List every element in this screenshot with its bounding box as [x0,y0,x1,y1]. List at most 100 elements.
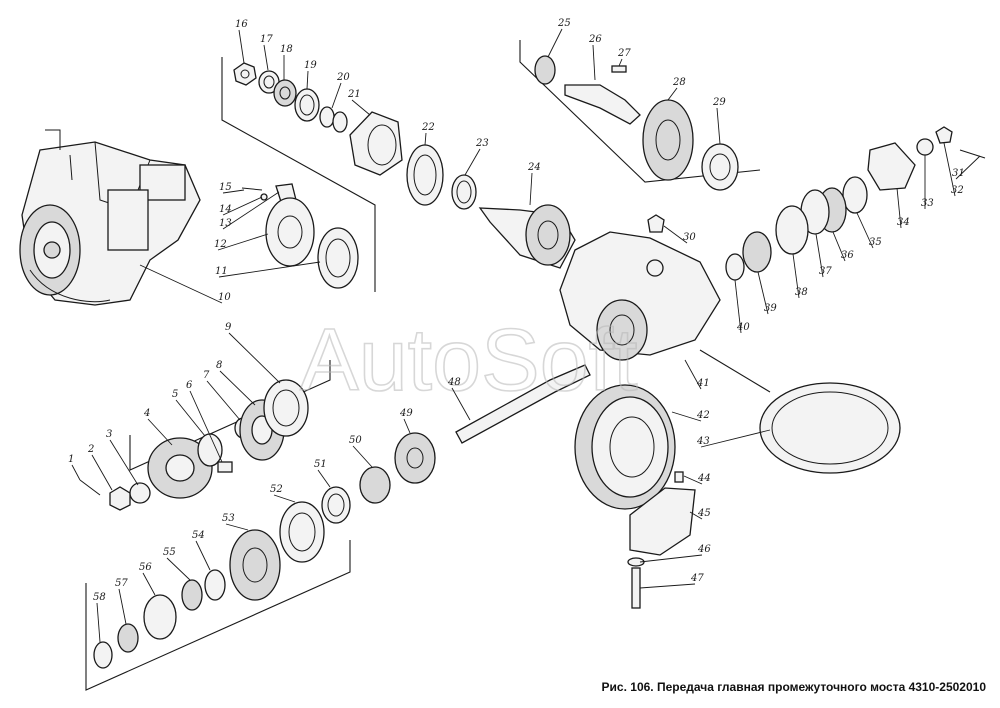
part-number-43: 43 [696,436,710,447]
part-number-27: 27 [617,48,631,59]
leader-line-32 [943,142,956,197]
part-number-46: 46 [697,544,711,555]
part-number-23: 23 [475,138,489,149]
leader-line-57 [118,588,127,625]
upper-left-parts [233,62,576,289]
leader-line-48 [451,387,471,421]
part-number-44: 44 [697,473,711,484]
part-45-bearing-cap [629,487,696,556]
leader-line-16 [238,29,245,64]
part-number-58: 58 [93,592,106,603]
part-35-seal [842,176,868,214]
part-19-bearing [294,88,320,122]
leader-line-23 [464,148,481,176]
leader-line-50 [352,445,373,468]
leader-line-3 [109,439,139,486]
leader-line-2 [91,454,113,491]
leader-line-54 [195,540,211,571]
part-number-22: 22 [421,122,435,133]
leader-line-17 [263,44,269,71]
part-58-snap-ring [93,641,113,669]
part-48-shaft [455,364,591,444]
part-number-39: 39 [764,303,777,314]
leader-line-22 [424,132,427,146]
part-number-55: 55 [163,547,176,558]
part-53-cover [229,529,281,601]
part-number-20: 20 [336,72,350,83]
leader-line-38 [792,253,800,299]
leader-line-5 [175,399,206,437]
shaft-parts [394,364,591,484]
part-49-gear [394,432,436,484]
assembly-brackets [85,40,771,691]
bracket-upper-left [221,57,376,292]
part-number-48: 48 [447,377,461,388]
part-number-7: 7 [203,370,210,381]
leader-line-15 [222,189,245,194]
part-27-key [611,65,627,73]
leader-line-27 [618,58,623,67]
leader-line-51 [317,469,331,488]
part-number-40: 40 [736,322,750,333]
part-number-52: 52 [270,484,283,495]
leader-line-8 [219,370,256,406]
lower-left-parts [93,466,391,669]
part-number-35: 35 [869,237,882,248]
part-number-38: 38 [795,287,808,298]
lower-right-parts [574,382,901,609]
part-number-5: 5 [172,389,178,400]
part-number-56: 56 [139,562,152,573]
leader-line-31 [955,155,981,180]
leader-line-14 [222,196,263,216]
part-52-gasket [279,501,325,563]
part-29-bearing [701,143,739,191]
leader-line-36 [832,231,846,262]
bracket-lower-left [85,540,351,691]
leader-line-52 [273,494,296,503]
upper-right-parts [534,55,739,191]
part-number-29: 29 [712,97,726,108]
part-number-54: 54 [192,530,205,541]
part-30-plug [647,214,665,233]
part-21-cover [349,111,403,176]
leader-line-28 [667,87,678,101]
part-number-10: 10 [218,292,231,303]
figure-caption: Рис. 106. Передача главная промежуточног… [602,680,987,694]
part-number-42: 42 [696,410,710,421]
leader-line-29 [716,107,721,145]
part-43-gasket [759,382,901,474]
part-number-17: 17 [260,34,273,45]
leader-line-12 [217,233,269,251]
leader-line-58 [96,602,101,643]
part-41-housing [559,231,721,361]
part-number-2: 2 [87,444,94,455]
leader-line-40 [734,279,742,334]
part-40-ring [725,253,745,281]
part-number-53: 53 [222,513,235,524]
part-number-28: 28 [672,77,686,88]
leader-line-30 [663,225,688,244]
leader-line-42 [671,411,702,422]
part-number-45: 45 [697,508,711,519]
part-28-bevel-gear [642,99,694,181]
part-51-race [321,486,351,524]
part-22-gasket [406,144,444,206]
assembled-final-drive [19,129,201,306]
part-38-gasket [775,205,809,255]
leader-line-4 [147,418,173,446]
part-number-11: 11 [215,266,228,277]
part-number-47: 47 [690,573,704,584]
leader-line-44 [683,475,703,485]
part-number-31: 31 [952,168,965,179]
part-number-34: 34 [897,217,910,228]
part-number-33: 33 [921,198,934,209]
part-number-57: 57 [115,578,128,589]
leader-line-34 [896,187,902,229]
part-11-gasket [317,227,359,289]
part-12-cover [265,197,315,267]
leader-line-10 [139,264,223,304]
part-31-cotter-pin [959,149,986,159]
part-16-nut [233,62,257,86]
